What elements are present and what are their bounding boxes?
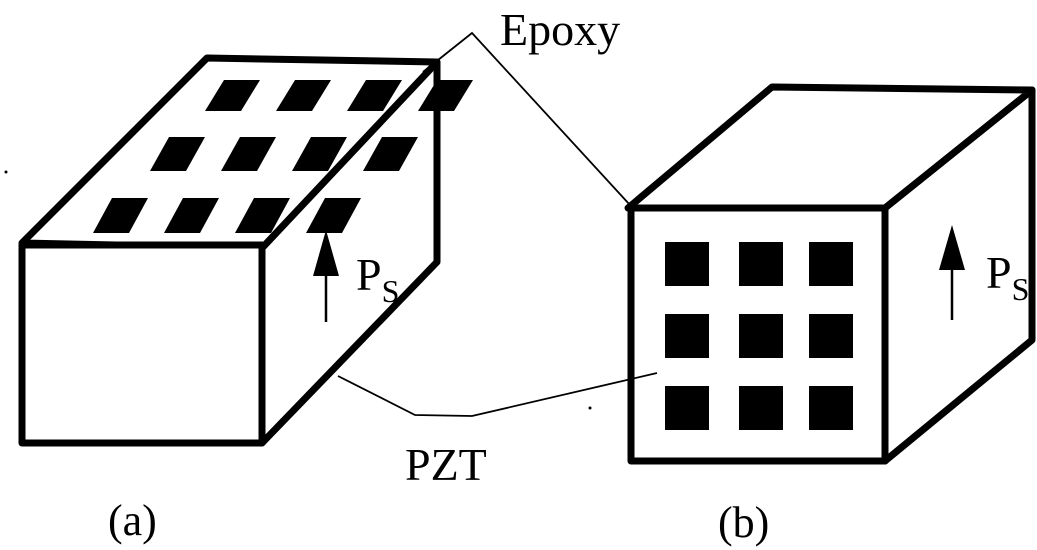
epoxy-bar xyxy=(347,80,402,111)
pzt-square xyxy=(809,314,853,358)
panel-b-polarization-arrow xyxy=(939,225,965,320)
epoxy-bar xyxy=(93,198,148,233)
epoxy-bar xyxy=(418,80,473,111)
epoxy-bar xyxy=(292,137,347,171)
panel-a-caption: (a) xyxy=(108,496,157,545)
pzt-square xyxy=(665,242,709,286)
panel-a-ps-sub: S xyxy=(382,273,400,309)
panel-a-inclusions xyxy=(93,80,473,233)
panel-b-ps-sub: S xyxy=(1012,271,1030,307)
pzt-square xyxy=(739,242,783,286)
scan-speck xyxy=(588,406,592,410)
epoxy-bar xyxy=(164,198,219,233)
epoxy-label: Epoxy xyxy=(500,4,620,55)
pzt-square xyxy=(665,386,709,430)
epoxy-bar xyxy=(306,198,361,233)
epoxy-bar xyxy=(221,137,276,171)
panel-a-ps-label: PS xyxy=(356,249,399,309)
leader-lines xyxy=(337,31,658,417)
panel-b-ps-main: P xyxy=(986,247,1012,298)
panel-b-inclusions xyxy=(665,242,853,430)
pzt-square xyxy=(809,242,853,286)
pzt-square xyxy=(739,314,783,358)
panel-b-ps-label: PS xyxy=(986,247,1029,307)
epoxy-bar xyxy=(150,137,205,171)
pzt-square xyxy=(809,386,853,430)
pzt-leader xyxy=(337,372,658,417)
scan-speck xyxy=(4,170,8,174)
epoxy-leader xyxy=(422,31,631,206)
epoxy-bar xyxy=(205,80,260,111)
pzt-square xyxy=(739,386,783,430)
panel-b-caption: (b) xyxy=(718,498,769,547)
panel-a-polarization-arrow xyxy=(313,230,339,322)
epoxy-bar xyxy=(276,80,331,111)
panel-a-ps-main: P xyxy=(356,249,382,300)
pzt-label: PZT xyxy=(405,439,487,490)
panel-a-front-face xyxy=(18,241,266,447)
epoxy-bar xyxy=(363,137,418,171)
epoxy-bar xyxy=(235,198,290,233)
pzt-square xyxy=(665,314,709,358)
